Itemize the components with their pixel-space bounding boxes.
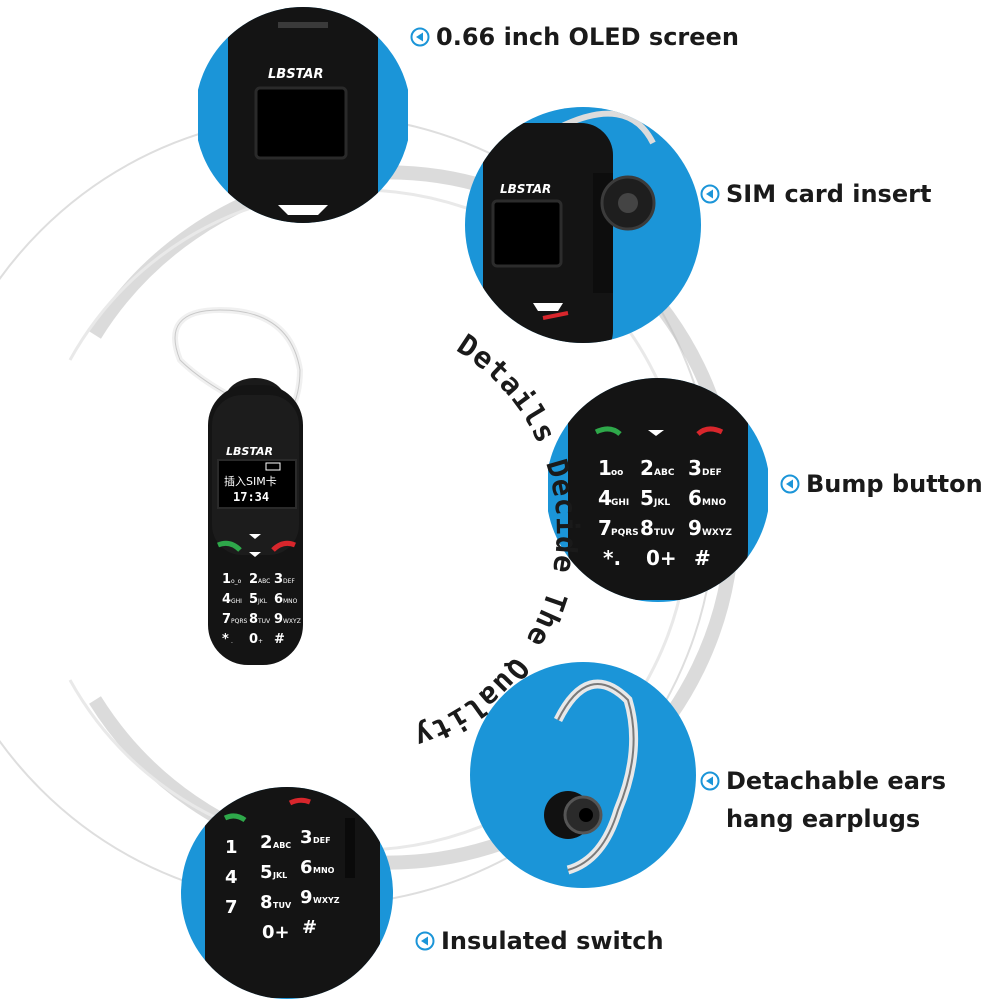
svg-text:0+: 0+ xyxy=(646,546,677,570)
speaker-icon xyxy=(700,771,720,791)
speaker-icon xyxy=(415,931,435,951)
keypad-key-letters-4: JKL xyxy=(257,598,268,605)
svg-text:3: 3 xyxy=(688,456,702,480)
svg-text:1: 1 xyxy=(225,837,238,858)
svg-text:LBSTAR: LBSTAR xyxy=(500,182,551,196)
end-key xyxy=(271,540,296,552)
svg-text:7: 7 xyxy=(598,516,612,540)
keypad-key-letters-3: GHI xyxy=(231,598,242,605)
keypad-key-letters-8: WXYZ xyxy=(283,618,301,625)
svg-text:3: 3 xyxy=(300,827,313,848)
svg-text:TUV: TUV xyxy=(273,901,292,910)
svg-text:0+: 0+ xyxy=(262,922,290,943)
keypad-key-8: 9 xyxy=(274,612,283,627)
svg-text:JKL: JKL xyxy=(272,871,287,880)
svg-text:2: 2 xyxy=(640,456,654,480)
svg-text:9: 9 xyxy=(688,516,702,540)
keypad-key-letters-1: ABC xyxy=(258,578,270,585)
svg-text:DEF: DEF xyxy=(702,468,722,478)
keypad-key-letters-0: o_o xyxy=(231,578,242,585)
call-key xyxy=(217,540,242,552)
svg-text:oo: oo xyxy=(611,468,623,478)
keypad-key-5: 6 xyxy=(274,592,283,607)
sim-card-bubble: LBSTAR xyxy=(465,107,701,343)
label-oled-screen: 0.66 inch OLED screen xyxy=(410,18,739,56)
keypad-key-3: 4 xyxy=(222,592,231,607)
keypad-key-0: 1 xyxy=(222,572,231,587)
svg-text:9: 9 xyxy=(300,887,313,908)
label-oled-text: 0.66 inch OLED screen xyxy=(436,23,739,51)
keypad-key-10: 0 xyxy=(249,632,258,647)
svg-text:5: 5 xyxy=(260,862,273,883)
svg-text:6: 6 xyxy=(688,486,702,510)
nav-down-key xyxy=(249,552,261,557)
keypad-key-4: 5 xyxy=(249,592,258,607)
oled-screen-bubble: LBSTAR xyxy=(198,7,408,223)
keypad-key-letters-5: MNO xyxy=(283,598,298,605)
svg-text:4: 4 xyxy=(225,867,238,888)
svg-text:JKL: JKL xyxy=(653,498,670,508)
svg-text:6: 6 xyxy=(300,857,313,878)
svg-text:7: 7 xyxy=(225,897,238,918)
earhook-bubble xyxy=(470,662,696,888)
label-earhook: Detachable ears hang earplugs xyxy=(700,762,946,838)
svg-text:WXYZ: WXYZ xyxy=(702,528,732,538)
svg-text:ABC: ABC xyxy=(654,468,675,478)
keypad-key-11: # xyxy=(274,632,285,647)
svg-text:DEF: DEF xyxy=(313,836,331,845)
phone-time: 17:34 xyxy=(233,490,269,504)
label-insulated-switch: Insulated switch xyxy=(415,922,664,960)
keypad-key-letters-7: TUV xyxy=(257,618,271,625)
speaker-icon xyxy=(410,27,430,47)
label-bump-text: Bump button xyxy=(806,470,983,498)
phone-screen-text: 插入SIM卡 xyxy=(224,474,277,488)
nav-up-key xyxy=(249,534,261,539)
svg-text:#: # xyxy=(302,917,317,938)
keypad-key-7: 8 xyxy=(249,612,258,627)
label-bump-button: Bump button xyxy=(780,465,983,503)
svg-text:ABC: ABC xyxy=(273,841,291,850)
label-earhook-line1: Detachable ears xyxy=(726,767,947,795)
label-earhook-line2: hang earplugs xyxy=(726,805,921,833)
label-sim-text: SIM card insert xyxy=(726,180,932,208)
svg-text:5: 5 xyxy=(640,486,654,510)
svg-text:MNO: MNO xyxy=(702,498,726,508)
keypad-key-6: 7 xyxy=(222,612,231,627)
keypad-key-9: * xyxy=(222,632,229,647)
svg-text:TUV: TUV xyxy=(654,528,674,538)
svg-text:1: 1 xyxy=(598,456,612,480)
svg-text:4: 4 xyxy=(598,486,612,510)
svg-text:PQRS: PQRS xyxy=(611,528,639,538)
svg-text:MNO: MNO xyxy=(313,866,335,875)
svg-text:8: 8 xyxy=(260,892,273,913)
phone-brand: LBSTAR xyxy=(226,445,273,458)
svg-text:*.: *. xyxy=(603,546,621,570)
keypad-key-letters-10: + xyxy=(258,638,263,645)
speaker-icon xyxy=(700,184,720,204)
keypad-key-2: 3 xyxy=(274,572,283,587)
svg-text:#: # xyxy=(694,546,711,570)
svg-text:2: 2 xyxy=(260,832,273,853)
speaker-icon xyxy=(780,474,800,494)
svg-text:GHI: GHI xyxy=(611,498,629,508)
svg-text:WXYZ: WXYZ xyxy=(313,896,340,905)
brand-logo: LBSTAR xyxy=(268,67,324,82)
keypad-key-letters-6: PQRS xyxy=(231,618,248,625)
label-switch-text: Insulated switch xyxy=(441,927,664,955)
keypad-key-1: 2 xyxy=(249,572,258,587)
keypad-key-letters-9: . xyxy=(231,638,233,645)
svg-text:8: 8 xyxy=(640,516,654,540)
label-sim-card: SIM card insert xyxy=(700,175,931,213)
phone-screen xyxy=(217,459,297,509)
keypad-key-letters-2: DEF xyxy=(283,578,295,585)
